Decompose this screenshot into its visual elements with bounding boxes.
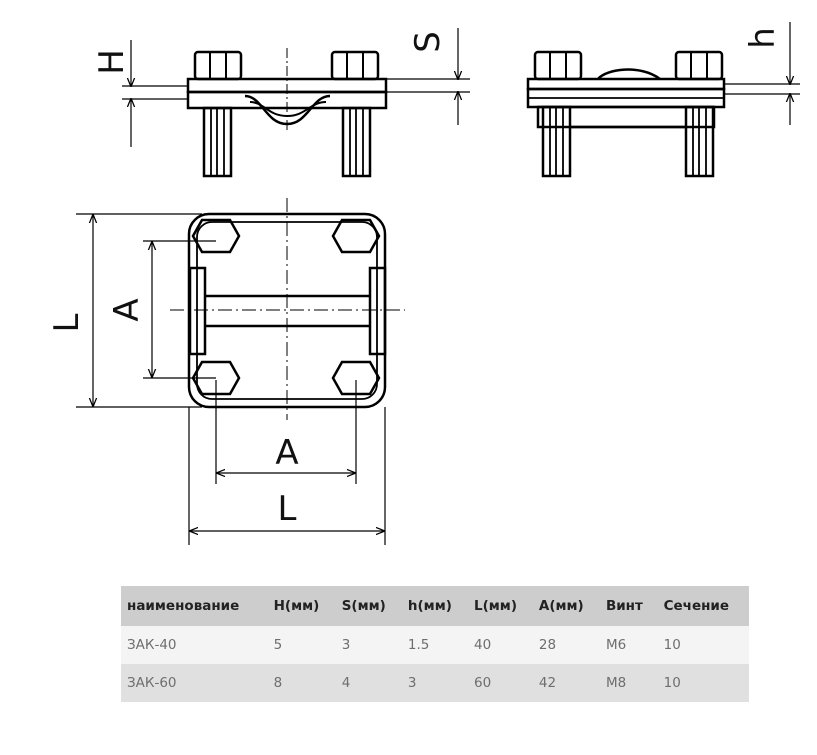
label-A-horizontal: A bbox=[275, 433, 298, 473]
hex-nut-bottom-left bbox=[191, 360, 241, 396]
dimension-L-vertical bbox=[76, 213, 202, 408]
cell-name: ЗАК-60 bbox=[121, 664, 268, 702]
dimension-L-horizontal bbox=[188, 407, 386, 545]
dimension-A-horizontal bbox=[215, 380, 357, 484]
hex-nut-top-right bbox=[331, 218, 381, 254]
dimension-h bbox=[724, 22, 800, 125]
cell-h: 1.5 bbox=[401, 626, 468, 664]
cell-S: 3 bbox=[335, 626, 402, 664]
header-A: A(мм) bbox=[532, 586, 600, 626]
side-bolt-head-left bbox=[533, 50, 583, 81]
dimension-H bbox=[122, 40, 188, 147]
table-row: ЗАК-60 8 4 3 60 42 M8 10 bbox=[121, 664, 749, 702]
front-bolt-head-right bbox=[330, 50, 380, 81]
cell-L: 60 bbox=[467, 664, 533, 702]
cell-S: 4 bbox=[335, 664, 402, 702]
header-h: h(мм) bbox=[401, 586, 468, 626]
front-view bbox=[186, 48, 388, 178]
table-header-row: наименование H(мм) S(мм) h(мм) L(мм) A(м… bbox=[121, 586, 749, 626]
hex-nut-bottom-right bbox=[331, 360, 381, 396]
label-L-vertical: L bbox=[47, 313, 87, 332]
front-bolt-head-left bbox=[193, 50, 243, 81]
cell-screw: M6 bbox=[599, 626, 658, 664]
side-top-plate bbox=[526, 77, 726, 91]
spec-table-container: наименование H(мм) S(мм) h(мм) L(мм) A(м… bbox=[121, 586, 749, 702]
label-h: h bbox=[743, 27, 783, 49]
spec-table: наименование H(мм) S(мм) h(мм) L(мм) A(м… bbox=[121, 586, 749, 702]
side-bolt-head-right bbox=[674, 50, 724, 81]
cell-A: 42 bbox=[532, 664, 600, 702]
dimension-S bbox=[386, 28, 470, 125]
label-L-horizontal: L bbox=[278, 489, 297, 529]
cell-section: 10 bbox=[657, 664, 749, 702]
cell-A: 28 bbox=[532, 626, 600, 664]
cell-L: 40 bbox=[467, 626, 533, 664]
cell-name: ЗАК-40 bbox=[121, 626, 268, 664]
cell-H: 5 bbox=[267, 626, 336, 664]
side-lower-body bbox=[536, 105, 716, 129]
header-name: наименование bbox=[121, 586, 268, 626]
label-H: H bbox=[92, 49, 132, 75]
header-section: Сечение bbox=[657, 586, 749, 626]
header-screw: Винт bbox=[599, 586, 658, 626]
plan-channel-left-flange bbox=[188, 266, 207, 356]
cell-H: 8 bbox=[267, 664, 336, 702]
header-H: H(мм) bbox=[267, 586, 336, 626]
header-L: L(мм) bbox=[467, 586, 533, 626]
dimension-A-vertical bbox=[143, 240, 216, 379]
cell-section: 10 bbox=[657, 626, 749, 664]
side-wire-bulge bbox=[597, 68, 661, 81]
hex-nut-top-left bbox=[191, 218, 241, 254]
label-A-vertical: A bbox=[107, 298, 147, 321]
plan-centerlines bbox=[170, 198, 405, 420]
side-view bbox=[526, 50, 726, 178]
table-row: ЗАК-40 5 3 1.5 40 28 M6 10 bbox=[121, 626, 749, 664]
clamp-technical-drawing: H S h bbox=[47, 22, 800, 545]
label-S: S bbox=[408, 31, 448, 53]
cell-screw: M8 bbox=[599, 664, 658, 702]
plan-channel-right-flange bbox=[368, 266, 387, 356]
cell-h: 3 bbox=[401, 664, 468, 702]
header-S: S(мм) bbox=[335, 586, 402, 626]
